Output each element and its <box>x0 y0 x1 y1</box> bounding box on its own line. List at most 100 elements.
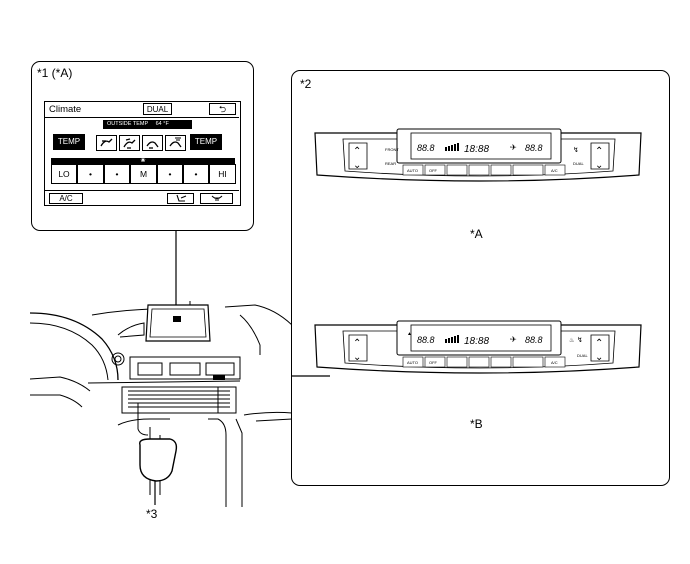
panel-b-mode-button[interactable] <box>490 356 512 368</box>
down-arrow-icon: ⌄ <box>353 352 361 363</box>
dual-button[interactable]: DUAL <box>143 103 172 115</box>
airflow-seat-icon <box>175 194 186 202</box>
panel-b-recirc-button[interactable] <box>512 356 544 368</box>
airflow-indicator-icon: ✈ <box>510 335 517 344</box>
temp-right-button[interactable]: TEMP <box>190 134 222 150</box>
fan-level-6[interactable]: • <box>183 164 209 184</box>
dashboard-monitor-inner <box>149 308 207 338</box>
seat-heater-icon: ♨ <box>569 337 574 344</box>
defrost-icon <box>211 195 222 201</box>
mode-bilevel-button[interactable] <box>119 135 140 151</box>
panel-b-ac-label: A/C <box>551 360 558 365</box>
panel-a-temp-right: 88.8 <box>525 143 543 153</box>
screen-callout-box <box>31 61 254 231</box>
mode-face-button[interactable] <box>96 135 117 151</box>
panel-a-left-rocker[interactable]: ⌃ ⌄ <box>348 142 368 171</box>
fan-level-3[interactable]: • <box>104 164 130 184</box>
airflow-bilevel-icon <box>123 138 136 149</box>
panel-a-temp-left: 88.8 <box>417 143 435 153</box>
recirc-button[interactable] <box>167 193 194 204</box>
airflow-feet-icon <box>146 141 159 149</box>
panel-b-ac-button[interactable] <box>544 356 566 368</box>
fan-bar: ❀ <box>51 158 235 164</box>
panel-a-auto-label: AUTO <box>407 168 418 173</box>
callout-panels: *2 <box>300 77 312 91</box>
panel-a-fan-down-button[interactable] <box>446 164 468 176</box>
down-arrow-icon: ⌄ <box>595 160 603 171</box>
remote-touch <box>139 438 178 482</box>
panel-a-rear: REAR <box>385 161 396 166</box>
panel-marker <box>213 375 225 380</box>
panel-b: 88.8 18:88 ✈ 88.8 ⌃ ⌄ ⌃ ⌄ ▲ ♨ ↯ DUAL AUT… <box>314 320 642 374</box>
callout-remote: *3 <box>146 507 158 521</box>
panel-b-auto-button[interactable] <box>402 356 424 368</box>
callout-screen: *1 (*A) <box>37 66 73 80</box>
panel-b-left-rocker[interactable]: ⌃ ⌄ <box>348 334 368 363</box>
panel-b-off-label: OFF <box>429 360 438 365</box>
panel-b-button-row: AUTO OFF A/C <box>402 356 566 368</box>
outside-temp-value: 64 °F <box>155 121 169 127</box>
down-arrow-icon: ⌄ <box>595 352 603 363</box>
panel-a-off-button[interactable] <box>424 164 446 176</box>
dashboard-drawing <box>30 301 292 507</box>
panel-b-temp-left: 88.8 <box>417 335 435 345</box>
panel-a-time: 18:88 <box>464 144 489 155</box>
seat-airflow-icon: ↯ <box>573 146 579 154</box>
back-button[interactable]: ⮌ <box>209 103 236 115</box>
callout-panel-b: *B <box>470 417 483 431</box>
panel-a-off-label: OFF <box>429 168 438 173</box>
defrost-button[interactable] <box>200 193 233 204</box>
panel-a-right-rocker[interactable]: ⌃ ⌄ <box>590 142 610 171</box>
panel-a-front: FRONT <box>385 147 399 152</box>
climate-screen: Climate DUAL ⮌ OUTSIDE TEMP 64 °F TEMP T… <box>44 101 241 206</box>
fan-speed-bars-icon <box>445 143 459 151</box>
fan-level-m[interactable]: M <box>130 164 157 184</box>
callout-panel-a: *A <box>470 227 483 241</box>
screen-title: Climate <box>49 104 82 115</box>
panel-b-right-rocker[interactable]: ⌃ ⌄ <box>590 334 610 363</box>
panel-a-ac-label: A/C <box>551 168 558 173</box>
seat-airflow-icon: ↯ <box>577 336 583 344</box>
up-arrow-icon: ⌃ <box>353 146 361 157</box>
mode-defrost-feet-button[interactable] <box>165 135 186 151</box>
up-arrow-icon: ⌃ <box>353 338 361 349</box>
outside-temp-label: OUTSIDE TEMP <box>107 121 149 127</box>
fan-speed-bars-icon <box>445 335 459 343</box>
panel-b-dual: DUAL <box>577 353 588 358</box>
fan-level-5[interactable]: • <box>157 164 183 184</box>
monitor-marker <box>173 316 181 322</box>
fan-level-hi[interactable]: HI <box>209 164 236 184</box>
panel-a: 88.8 18:88 ✈ 88.8 ⌃ ⌄ ⌃ ⌄ FRONT REAR ↯ D… <box>314 128 642 182</box>
airflow-defrost-feet-icon <box>169 137 182 148</box>
panel-a-fan-up-button[interactable] <box>468 164 490 176</box>
ac-button[interactable]: A/C <box>49 193 83 204</box>
panel-b-time: 18:88 <box>464 336 489 347</box>
fan-speed-row: LO • • M • • HI <box>51 164 236 184</box>
panel-a-recirc-button[interactable] <box>512 164 544 176</box>
up-arrow-icon: ⌃ <box>595 146 603 157</box>
airflow-face-icon <box>100 138 113 147</box>
panel-a-mode-button[interactable] <box>490 164 512 176</box>
panel-b-fan-down-button[interactable] <box>446 356 468 368</box>
fan-level-lo[interactable]: LO <box>51 164 77 184</box>
panel-b-fan-up-button[interactable] <box>468 356 490 368</box>
up-arrow-icon: ⌃ <box>595 338 603 349</box>
fan-level-2[interactable]: • <box>77 164 104 184</box>
panel-b-lcd <box>410 324 552 352</box>
airflow-indicator-icon: ✈ <box>510 143 517 152</box>
panel-a-button-row: AUTO OFF A/C <box>402 164 566 176</box>
seat-indicator-icon: ▲ <box>407 331 412 337</box>
screen-divider-bottom <box>45 190 239 191</box>
mode-feet-button[interactable] <box>142 135 163 151</box>
panel-a-ac-button[interactable] <box>544 164 566 176</box>
panel-a-dual: DUAL <box>573 161 584 166</box>
panels-callout-box <box>291 70 670 486</box>
outside-temp-bar: OUTSIDE TEMP 64 °F <box>103 120 192 129</box>
down-arrow-icon: ⌄ <box>353 160 361 171</box>
panel-a-auto-button[interactable] <box>402 164 424 176</box>
panel-b-off-button[interactable] <box>424 356 446 368</box>
temp-left-button[interactable]: TEMP <box>53 134 85 150</box>
screen-divider <box>45 117 239 118</box>
panel-b-auto-label: AUTO <box>407 360 418 365</box>
panel-b-temp-right: 88.8 <box>525 335 543 345</box>
